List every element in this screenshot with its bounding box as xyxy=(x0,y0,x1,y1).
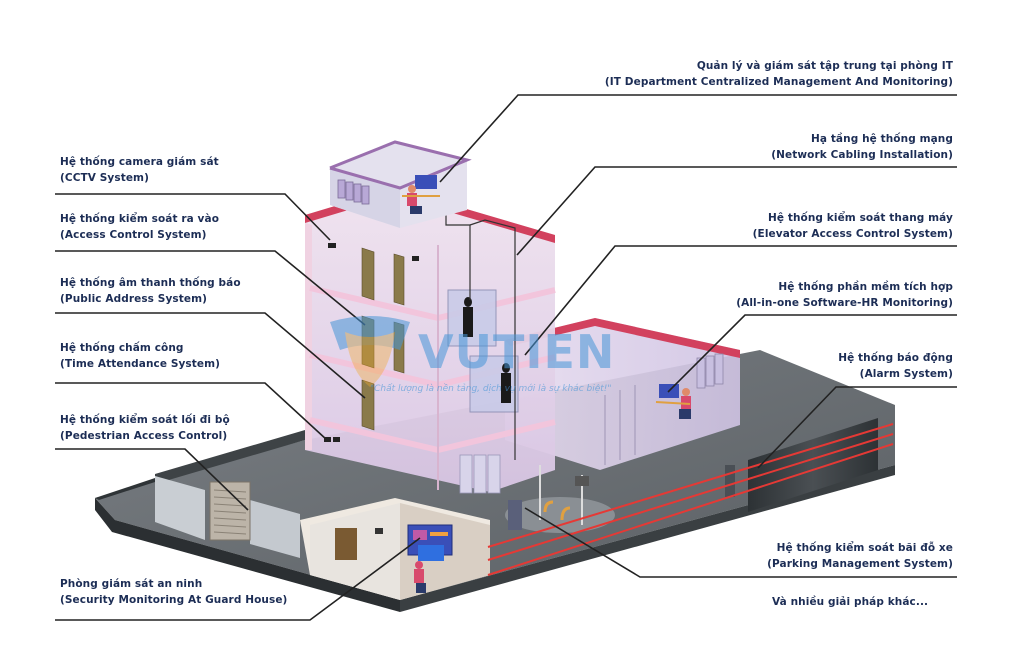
watermark-slogan: "Chất lượng là nền tảng, dịch vụ mới là … xyxy=(370,384,612,394)
label-elevator: Hệ thống kiểm soát thang máy (Elevator A… xyxy=(753,210,953,242)
leader-parking xyxy=(524,507,957,578)
label-access-control: Hệ thống kiểm soát ra vào (Access Contro… xyxy=(60,211,219,243)
label-vi: Hệ thống kiểm soát thang máy xyxy=(767,212,953,224)
label-en: (Alarm System) xyxy=(859,368,953,380)
guard-house xyxy=(300,498,490,600)
label-en: (Public Address System) xyxy=(60,293,208,305)
watermark-logo-icon xyxy=(330,316,410,387)
label-en: (Network Cabling Installation) xyxy=(771,149,953,161)
leader-it-department xyxy=(439,94,957,183)
label-it-department: Quản lý và giám sát tập trung tại phòng … xyxy=(605,58,953,90)
label-vi: Hệ thống camera giám sát xyxy=(60,156,219,168)
label-en: (Security Monitoring At Guard House) xyxy=(60,594,288,606)
leader-alarm xyxy=(757,386,957,469)
footer-note: Và nhiều giải pháp khác... xyxy=(772,596,929,608)
label-vi: Hệ thống kiểm soát bãi đỗ xe xyxy=(776,542,953,554)
label-network: Hạ tầng hệ thống mạng (Network Cabling I… xyxy=(771,131,953,163)
label-parking: Hệ thống kiểm soát bãi đỗ xe (Parking Ma… xyxy=(767,540,953,572)
label-en: (Access Control System) xyxy=(60,229,207,241)
label-vi: Quản lý và giám sát tập trung tại phòng … xyxy=(696,60,953,72)
turnstile-gate xyxy=(209,481,251,541)
label-vi: Hệ thống báo động xyxy=(838,352,953,364)
leader-guard-house xyxy=(55,537,421,621)
label-public-address: Hệ thống âm thanh thống báo (Public Addr… xyxy=(60,275,241,307)
label-en: (IT Department Centralized Management An… xyxy=(604,76,953,88)
label-vi: Hạ tầng hệ thống mạng xyxy=(810,133,953,145)
watermark-brand: VUTIEN xyxy=(418,325,616,379)
label-en: (All-in-one Software-HR Monitoring) xyxy=(736,297,953,309)
label-en: (CCTV System) xyxy=(60,172,149,184)
leader-elevator xyxy=(524,245,957,356)
rooftop-it-room xyxy=(329,140,472,228)
label-vi: Hệ thống chấm công xyxy=(60,342,184,354)
label-en: (Pedestrian Access Control) xyxy=(60,430,228,442)
label-pedestrian: Hệ thống kiểm soát lối đi bộ (Pedestrian… xyxy=(60,412,230,444)
label-vi: Hệ thống kiểm soát ra vào xyxy=(60,213,220,225)
label-en: (Elevator Access Control System) xyxy=(752,228,953,240)
label-vi: Hệ thống phần mềm tích hợp xyxy=(778,281,953,293)
label-en: (Parking Management System) xyxy=(767,558,953,570)
label-cctv: Hệ thống camera giám sát (CCTV System) xyxy=(60,154,219,186)
leader-public-address xyxy=(55,312,366,399)
leader-time-attendance xyxy=(55,382,328,441)
label-alarm: Hệ thống báo động (Alarm System) xyxy=(838,350,953,382)
parking-area xyxy=(505,418,878,533)
label-time-attendance: Hệ thống chấm công (Time Attendance Syst… xyxy=(60,340,220,372)
leader-lines xyxy=(55,94,957,621)
leader-software-hr xyxy=(667,314,957,393)
leader-network xyxy=(516,166,957,256)
label-vi: Hệ thống âm thanh thống báo xyxy=(60,277,241,289)
label-en: (Time Attendance System) xyxy=(60,358,221,370)
label-software-hr: Hệ thống phần mềm tích hợp (All-in-one S… xyxy=(736,279,953,311)
label-vi: Phòng giám sát an ninh xyxy=(60,578,203,590)
leader-pedestrian xyxy=(55,448,249,511)
leader-cctv xyxy=(55,193,331,241)
label-guard-house: Phòng giám sát an ninh (Security Monitor… xyxy=(60,576,287,608)
label-vi: Hệ thống kiểm soát lối đi bộ xyxy=(60,414,230,426)
leader-access-control xyxy=(55,250,366,326)
